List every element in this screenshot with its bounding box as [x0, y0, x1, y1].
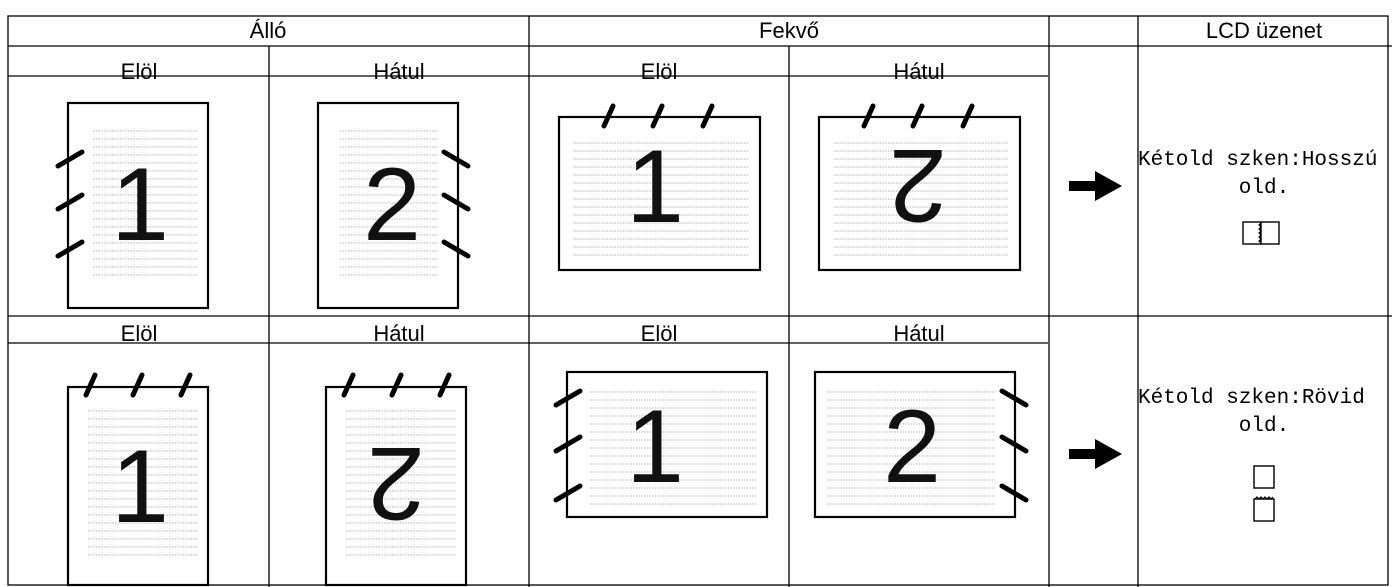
page-icon-portrait-left-binding: 1	[55, 101, 210, 310]
page-icon-landscape-right-binding: 2	[813, 370, 1029, 519]
short-edge-flip-icon	[1253, 465, 1275, 522]
long-edge-flip-icon	[1242, 221, 1280, 245]
page-number: 2	[367, 425, 425, 541]
label-back: Hátul	[373, 59, 424, 84]
right-arrow-icon	[1069, 439, 1122, 469]
header-lcd-message: LCD üzenet	[1206, 18, 1322, 43]
page-number: 2	[363, 147, 421, 263]
header-portrait: Álló	[250, 18, 287, 43]
lcd-message-line2: old.	[1239, 415, 1289, 438]
lcd-message-line1: Kétold szken:Rövid	[1138, 387, 1365, 410]
page-number: 1	[626, 389, 684, 505]
label-front: Elöl	[121, 321, 158, 346]
page-icon-landscape-top-binding: 1	[557, 103, 762, 272]
page-number: 2	[883, 389, 941, 505]
page-number: 2	[889, 127, 947, 243]
lcd-message-line1: Kétold szken:Hosszú	[1138, 149, 1377, 172]
header-landscape: Fekvő	[759, 18, 819, 43]
lcd-message-line2: old.	[1239, 177, 1289, 200]
page-icon-landscape-top-binding-flipped: 2	[817, 103, 1022, 272]
page-icon-portrait-top-binding-flipped: 2	[324, 372, 468, 587]
page-number: 1	[626, 129, 684, 245]
label-front: Elöl	[121, 59, 158, 84]
label-back: Hátul	[373, 321, 424, 346]
page-number: 1	[111, 147, 169, 263]
page-icon-portrait-right-binding: 2	[316, 101, 471, 310]
page-icon-portrait-top-binding: 1	[66, 372, 210, 587]
page-icon-landscape-left-binding: 1	[553, 370, 769, 519]
table-grid	[7, 15, 1392, 587]
page-number: 1	[111, 429, 169, 545]
right-arrow-icon	[1069, 171, 1122, 201]
label-front: Elöl	[641, 321, 678, 346]
label-front: Elöl	[641, 59, 678, 84]
label-back: Hátul	[893, 59, 944, 84]
label-back: Hátul	[893, 321, 944, 346]
